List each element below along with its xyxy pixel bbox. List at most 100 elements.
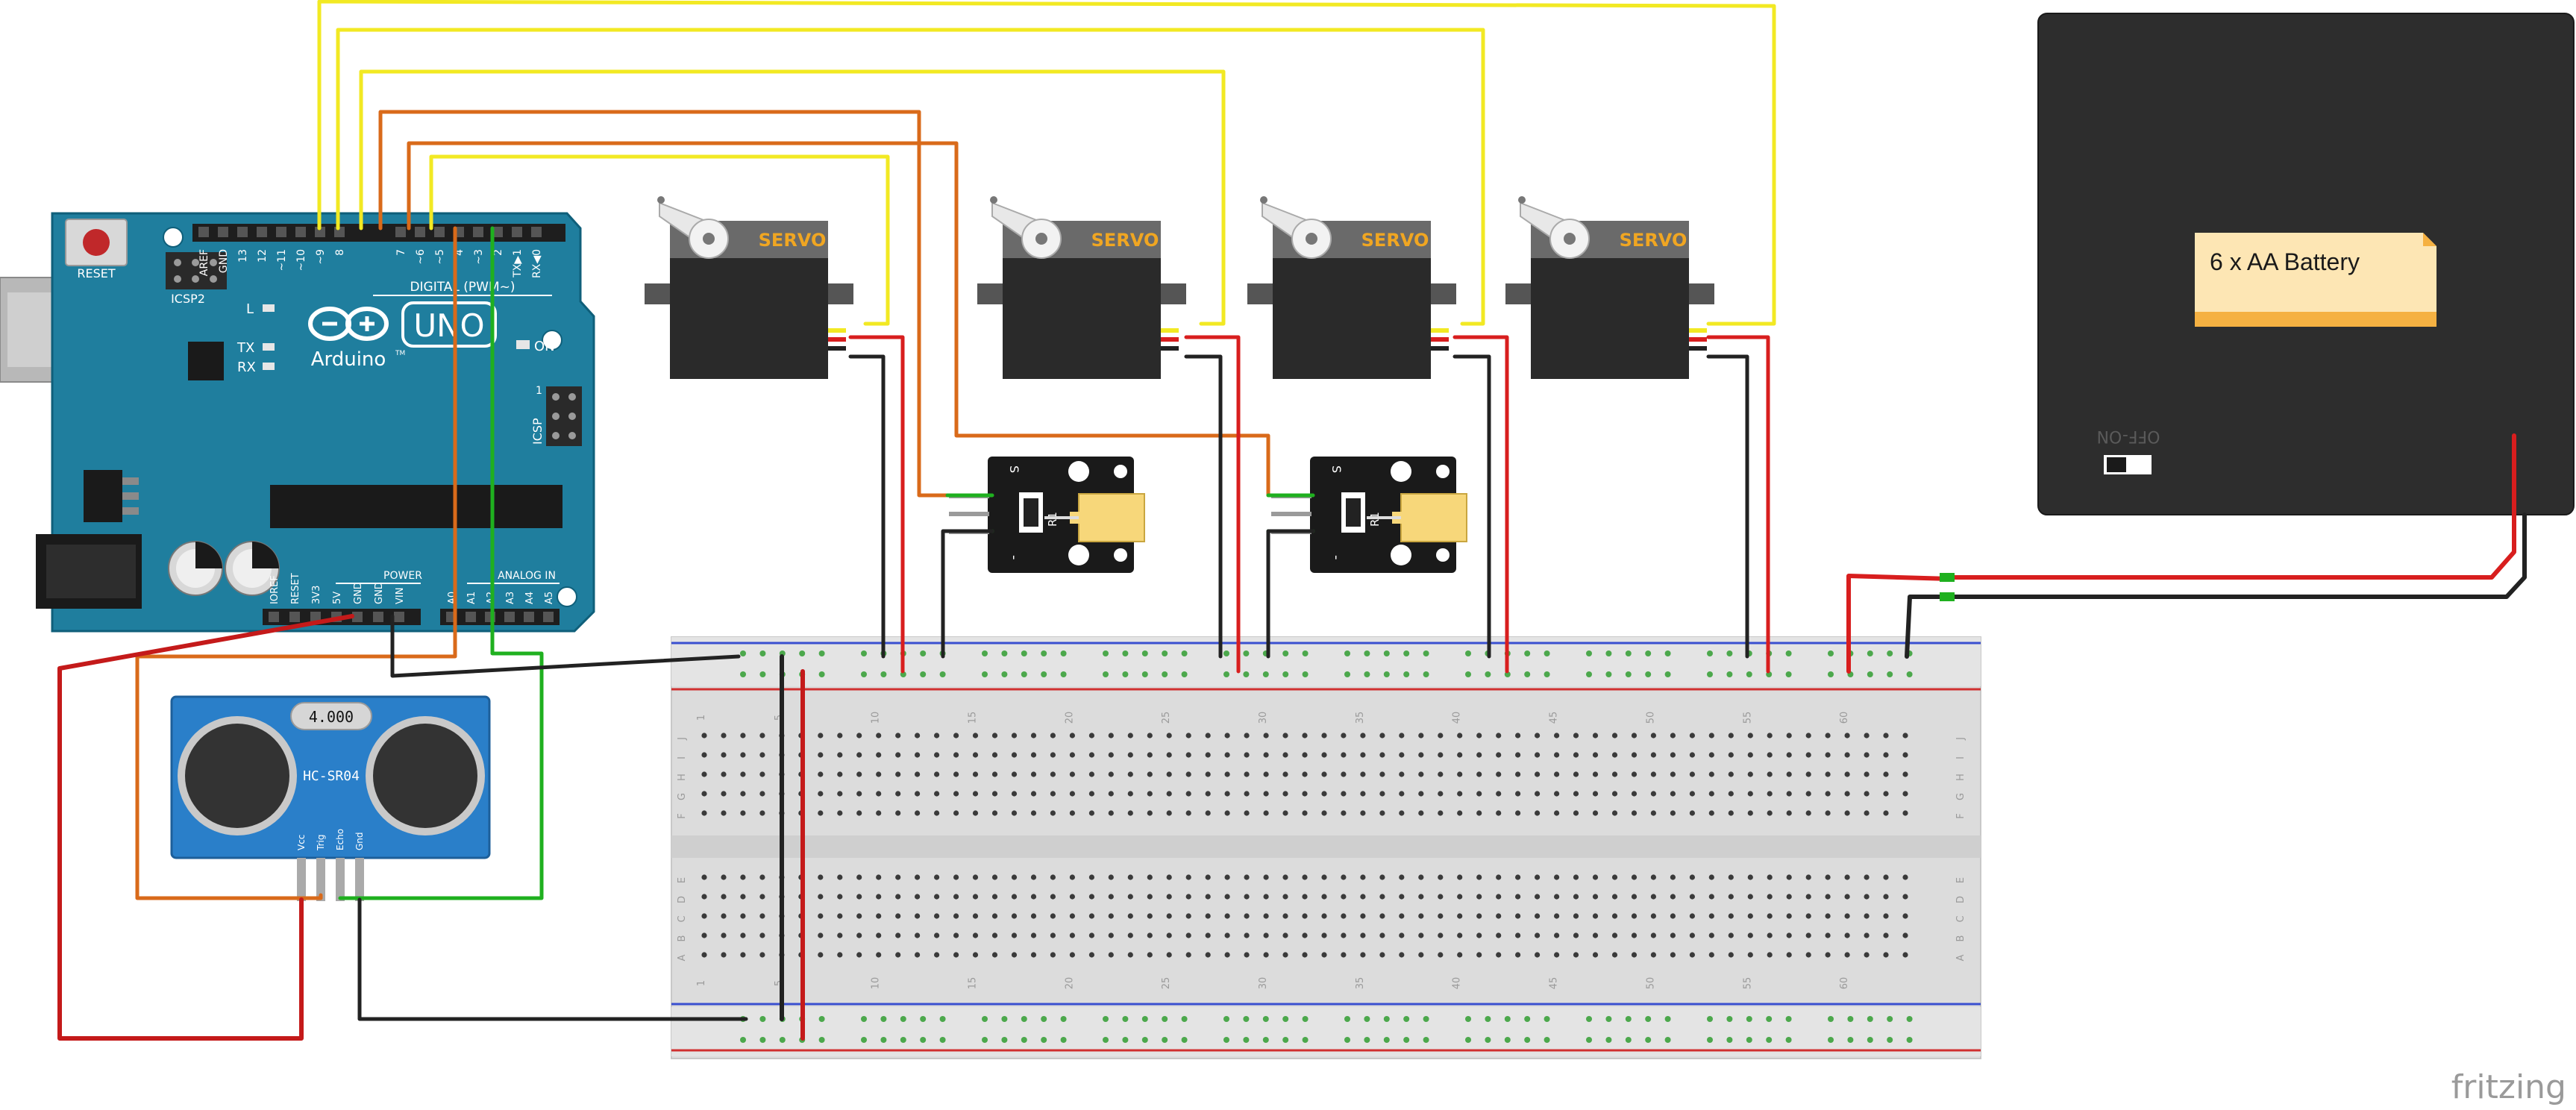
wire-black-servo3 — [1452, 354, 1491, 659]
row-letter: E — [677, 877, 688, 883]
reset-button[interactable] — [65, 219, 128, 266]
wire-yellow-servo3 — [336, 28, 1485, 326]
digital-pin-label: ~3 — [473, 249, 485, 265]
uno-badge — [401, 301, 497, 348]
power-pin-sockets — [269, 612, 554, 622]
row-letter: H — [1955, 774, 1967, 781]
column-number: 55 — [1742, 712, 1753, 724]
laser-module: R1S- — [949, 457, 1145, 573]
row-letter: F — [677, 813, 688, 818]
pin-socket — [415, 227, 425, 237]
row-letter: A — [1955, 954, 1967, 961]
icsp-header — [546, 386, 582, 446]
column-number: 45 — [1549, 977, 1560, 990]
pin-trig — [316, 858, 325, 901]
power-pin-label: VIN — [395, 588, 406, 604]
column-number: 20 — [1064, 712, 1075, 724]
crystal-label: 4.000 — [309, 708, 354, 726]
column-number: 1 — [696, 715, 707, 721]
servo-label: SERVO — [1091, 230, 1159, 251]
power-pin-label: IOREF — [269, 575, 281, 604]
digital-pin-label: 4 — [454, 249, 466, 256]
row-letter: B — [1955, 935, 1967, 942]
analog-pin-label: A4 — [524, 592, 536, 604]
digital-pin-label: ~9 — [315, 249, 327, 265]
wire-yellow-servo4 — [317, 0, 1776, 326]
analog-label: ANALOG IN — [498, 570, 556, 582]
wire-red-servo2 — [1184, 335, 1241, 674]
column-number: 10 — [871, 977, 882, 990]
wire-black-servo2 — [1184, 354, 1223, 659]
icsp-pin1-label: 1 — [536, 385, 542, 397]
pin-socket — [295, 227, 306, 237]
transducer-left — [178, 716, 297, 835]
resistor-label: R1 — [1046, 512, 1059, 527]
pin-socket — [492, 227, 503, 237]
column-numbers: 1155101015152020252530303535404045455050… — [696, 712, 1850, 990]
power-switch[interactable] — [2104, 455, 2152, 474]
wire-red-servo1 — [848, 335, 905, 674]
column-number: 35 — [1355, 712, 1366, 724]
pin-echo — [336, 858, 345, 901]
power-pin-label: GND — [353, 582, 364, 604]
pin-socket — [531, 227, 542, 237]
row-letter: G — [677, 793, 688, 800]
wire-black-sensor-gnd — [357, 897, 748, 1021]
led-tx-label: TX — [236, 340, 254, 356]
servo-motor: SERVO — [1505, 196, 1714, 379]
row-letter: C — [677, 915, 688, 922]
pin-socket — [434, 227, 445, 237]
pin-socket — [218, 227, 228, 237]
digital-pin-sockets — [198, 227, 542, 237]
crystal — [290, 702, 372, 730]
wire-black-gnd — [390, 614, 741, 678]
digital-pin-label: ~10 — [295, 249, 307, 272]
row-letter: E — [1955, 877, 1967, 883]
power-pin-label: 3V3 — [311, 586, 322, 604]
led-on-label: ON — [534, 339, 555, 354]
wire-yellow-servo2 — [359, 69, 1226, 326]
digital-pin-label: 13 — [237, 249, 249, 263]
pin-socket — [276, 227, 286, 237]
digital-pin-label: 7 — [395, 249, 407, 256]
capacitor — [168, 541, 223, 596]
switch-label: OFF-ON — [2097, 427, 2160, 445]
laser-module-group: R1S-R1S- — [949, 457, 1467, 573]
sensor-pin-label: Vcc — [296, 835, 307, 850]
pin-socket — [512, 227, 522, 237]
column-number: 25 — [1161, 712, 1172, 724]
sensor-pin-label: Gnd — [354, 832, 365, 850]
power-pin-label: 5V — [332, 592, 343, 604]
column-number: 5 — [774, 980, 785, 986]
row-letter: D — [677, 896, 688, 903]
row-letter: G — [1955, 793, 1967, 800]
pin-s-label: S — [1329, 465, 1344, 473]
brand-label: Arduino — [311, 348, 386, 371]
sensor-pin-label: Trig — [316, 835, 326, 851]
arduino-logo — [308, 307, 389, 341]
digital-label: DIGITAL (PWM~) — [410, 280, 515, 295]
pin-socket — [504, 612, 515, 622]
pin-vcc — [297, 858, 306, 901]
digital-pin-label: 8 — [334, 249, 346, 256]
mounting-hole — [557, 586, 577, 607]
pin-socket — [395, 227, 406, 237]
pin-socket — [394, 612, 404, 622]
icsp-label: ICSP — [530, 418, 545, 445]
servo-label: SERVO — [759, 230, 827, 251]
analog-pin-label: A1 — [466, 592, 477, 604]
pin-socket — [373, 612, 383, 622]
analog-pin-label: A3 — [505, 592, 516, 604]
pin-socket — [269, 612, 279, 622]
capacitor — [225, 541, 280, 596]
column-number: 30 — [1258, 977, 1269, 990]
pin-socket — [352, 612, 363, 622]
led-tx — [263, 343, 275, 351]
analog-header — [440, 609, 560, 625]
